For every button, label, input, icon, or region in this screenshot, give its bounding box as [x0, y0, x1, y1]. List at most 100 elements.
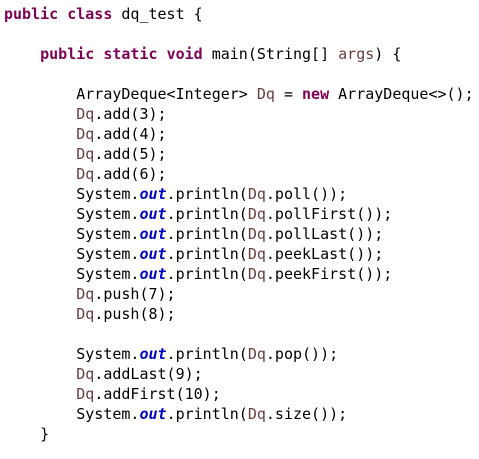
keyword-token: public	[4, 5, 59, 23]
code-line[interactable]: System.out.println(Dq.peekLast());	[4, 244, 474, 264]
code-token: .add(4);	[94, 125, 167, 143]
field-token: out	[139, 405, 167, 423]
code-token: ArrayDeque<>();	[329, 85, 474, 103]
variable-token: Dq	[247, 265, 266, 283]
code-token: .pollLast());	[265, 225, 384, 243]
keyword-token: public	[40, 45, 95, 63]
code-token: =	[274, 85, 303, 103]
code-token: .println(	[166, 225, 248, 243]
code-line[interactable]: System.out.println(Dq.pollFirst());	[4, 204, 474, 224]
code-token: System.	[4, 245, 140, 263]
code-line[interactable]: System.out.println(Dq.poll());	[4, 184, 474, 204]
variable-token: Dq	[76, 145, 95, 163]
code-line[interactable]: Dq.addLast(9);	[4, 364, 474, 384]
code-line[interactable]: public class dq_test {	[4, 4, 474, 24]
code-token: System.	[4, 265, 140, 283]
code-line[interactable]	[4, 324, 474, 344]
code-editor[interactable]: public class dq_test { public static voi…	[4, 4, 474, 444]
code-line[interactable]: }	[4, 424, 474, 444]
code-token: .pollFirst());	[265, 205, 393, 223]
code-token	[4, 365, 76, 383]
code-token: .size());	[265, 405, 348, 423]
code-token: .poll());	[265, 185, 348, 203]
variable-token: Dq	[76, 125, 95, 143]
variable-token: Dq	[247, 205, 266, 223]
code-token	[4, 165, 76, 183]
code-token: System.	[4, 205, 140, 223]
code-token: System.	[4, 405, 140, 423]
variable-token: Dq	[247, 345, 266, 363]
code-token: System.	[4, 185, 140, 203]
code-token: .push(7);	[94, 285, 176, 303]
code-token: .peekFirst());	[265, 265, 393, 283]
code-token: .println(	[166, 245, 248, 263]
code-token: .println(	[166, 205, 248, 223]
code-line[interactable]: System.out.println(Dq.size());	[4, 404, 474, 424]
field-token: out	[139, 225, 167, 243]
code-line[interactable]	[4, 64, 474, 84]
code-token	[4, 305, 76, 323]
code-token	[4, 45, 40, 63]
code-line[interactable]: Dq.add(4);	[4, 124, 474, 144]
code-token	[4, 125, 76, 143]
variable-token: Dq	[76, 165, 95, 183]
field-token: out	[139, 345, 167, 363]
code-token: .peekLast());	[265, 245, 384, 263]
code-token: .addFirst(10);	[94, 385, 221, 403]
variable-token: Dq	[247, 225, 266, 243]
field-token: out	[139, 205, 167, 223]
keyword-token: static	[103, 45, 158, 63]
code-token: .println(	[166, 265, 248, 283]
code-line[interactable]: public static void main(String[] args) {	[4, 44, 474, 64]
code-token: .add(5);	[94, 145, 167, 163]
code-line[interactable]: System.out.println(Dq.peekFirst());	[4, 264, 474, 284]
code-line[interactable]	[4, 24, 474, 44]
variable-token: Dq	[247, 185, 266, 203]
code-token	[158, 45, 167, 63]
variable-token: Dq	[256, 85, 275, 103]
field-token: out	[139, 265, 167, 283]
code-line[interactable]: System.out.println(Dq.pollLast());	[4, 224, 474, 244]
code-line[interactable]: Dq.add(5);	[4, 144, 474, 164]
code-token	[58, 5, 67, 23]
variable-token: Dq	[76, 365, 95, 383]
code-token	[94, 45, 103, 63]
code-line[interactable]: Dq.add(6);	[4, 164, 474, 184]
variable-token: Dq	[247, 405, 266, 423]
code-token: .pop());	[265, 345, 339, 363]
code-token	[4, 145, 76, 163]
variable-token: Dq	[76, 285, 95, 303]
variable-token: Dq	[247, 245, 266, 263]
code-token: .addLast(9);	[94, 365, 203, 383]
code-line[interactable]: Dq.push(8);	[4, 304, 474, 324]
field-token: out	[139, 185, 167, 203]
variable-token: Dq	[76, 105, 95, 123]
code-token: }	[4, 425, 50, 443]
field-token: out	[139, 245, 167, 263]
code-token: .println(	[166, 405, 248, 423]
code-token: ) {	[374, 45, 402, 63]
code-token: .add(6);	[94, 165, 167, 183]
code-line[interactable]: Dq.add(3);	[4, 104, 474, 124]
code-token: .println(	[166, 185, 248, 203]
keyword-token: new	[302, 85, 330, 103]
code-token: .add(3);	[94, 105, 167, 123]
code-line[interactable]: ArrayDeque<Integer> Dq = new ArrayDeque<…	[4, 84, 474, 104]
code-token: ArrayDeque<Integer>	[4, 85, 257, 103]
variable-token: Dq	[76, 385, 95, 403]
code-line[interactable]: Dq.push(7);	[4, 284, 474, 304]
code-token	[4, 385, 76, 403]
code-token	[4, 285, 76, 303]
code-token: .push(8);	[94, 305, 176, 323]
code-token: main(String[]	[202, 45, 339, 63]
keyword-token: void	[166, 45, 203, 63]
variable-token: Dq	[76, 305, 95, 323]
code-token: System.	[4, 345, 140, 363]
code-line[interactable]: Dq.addFirst(10);	[4, 384, 474, 404]
code-line[interactable]: System.out.println(Dq.pop());	[4, 344, 474, 364]
code-token	[4, 105, 76, 123]
code-token: .println(	[166, 345, 248, 363]
keyword-token: class	[67, 5, 113, 23]
variable-token: args	[338, 45, 375, 63]
code-token: dq_test {	[112, 5, 203, 23]
